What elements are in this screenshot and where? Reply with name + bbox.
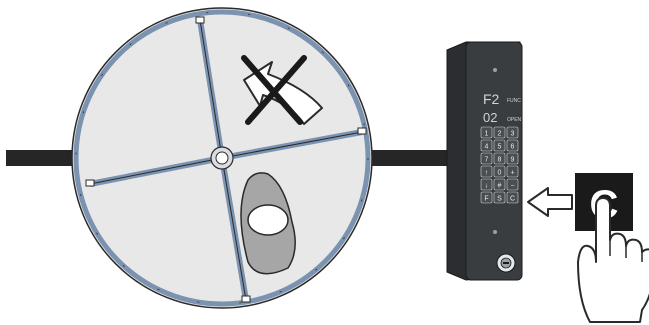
keypad-key [480, 178, 493, 191]
keypad-key-label: 1 [485, 131, 489, 138]
keypad-key-label: 3 [511, 131, 515, 138]
keypad-key [480, 126, 493, 139]
display-line1: F2 [483, 91, 500, 107]
keypad-key [493, 152, 506, 165]
keypad-key [506, 191, 519, 204]
keypad-key [506, 126, 519, 139]
keypad-key [480, 152, 493, 165]
keypad-key-label: # [498, 183, 502, 190]
person-top-view-icon [240, 172, 296, 275]
keypad-key-label: 8 [498, 157, 502, 164]
keypad-key-label: ↓ [485, 183, 489, 190]
floor-bar-left [6, 150, 88, 166]
keypad-key [480, 165, 493, 178]
keypad-key [506, 178, 519, 191]
crossed-arrow-icon [241, 55, 323, 125]
wing-end-caps [85, 16, 367, 303]
arrow-left-icon [527, 187, 573, 217]
keypad-key-label: 2 [498, 131, 502, 138]
screw-bottom [493, 230, 497, 234]
floor-bar-right [370, 150, 448, 166]
keypad-key-label: F [484, 196, 488, 203]
keypad-key-label: 5 [498, 144, 502, 151]
display-line2: 02 [483, 110, 497, 125]
key-lock-icon [496, 253, 516, 273]
keypad-key [506, 139, 519, 152]
display-line2-side: OPEN [507, 117, 522, 123]
keypad-key [480, 139, 493, 152]
keypad-key-label: 6 [511, 144, 515, 151]
keypad-key [493, 178, 506, 191]
key-grid: 1 2 3 4 5 6 7 8 9 ↑ 0 + ↓ # − F S C [480, 126, 519, 204]
keypad-key-label: 0 [498, 170, 502, 177]
keypad-key [506, 152, 519, 165]
drum-hub [210, 146, 234, 170]
keypad-key-label: + [510, 170, 514, 177]
display-line1-side: FUNC [507, 98, 521, 104]
keypad-key-label: S [497, 196, 502, 203]
keypad-key-label: C [510, 196, 515, 203]
screw-top [493, 68, 497, 72]
door-wings [89, 19, 363, 301]
keypad-key-label: 4 [485, 144, 489, 151]
keypad-key [506, 165, 519, 178]
keypad-key-label: − [510, 183, 514, 190]
pointing-hand-icon [577, 197, 649, 323]
keypad-key-label: ↑ [485, 170, 489, 177]
keypad-key [493, 126, 506, 139]
keypad-key [480, 191, 493, 204]
keypad-key-label: 9 [511, 157, 515, 164]
access-keypad: F2 FUNC 02 OPEN 1 2 3 4 5 6 7 8 9 ↑ 0 + ↓ # − F S C [446, 41, 523, 281]
keypad-key [493, 165, 506, 178]
keypad-key [493, 191, 506, 204]
keypad-key [493, 139, 506, 152]
keypad-key-label: 7 [485, 157, 489, 164]
